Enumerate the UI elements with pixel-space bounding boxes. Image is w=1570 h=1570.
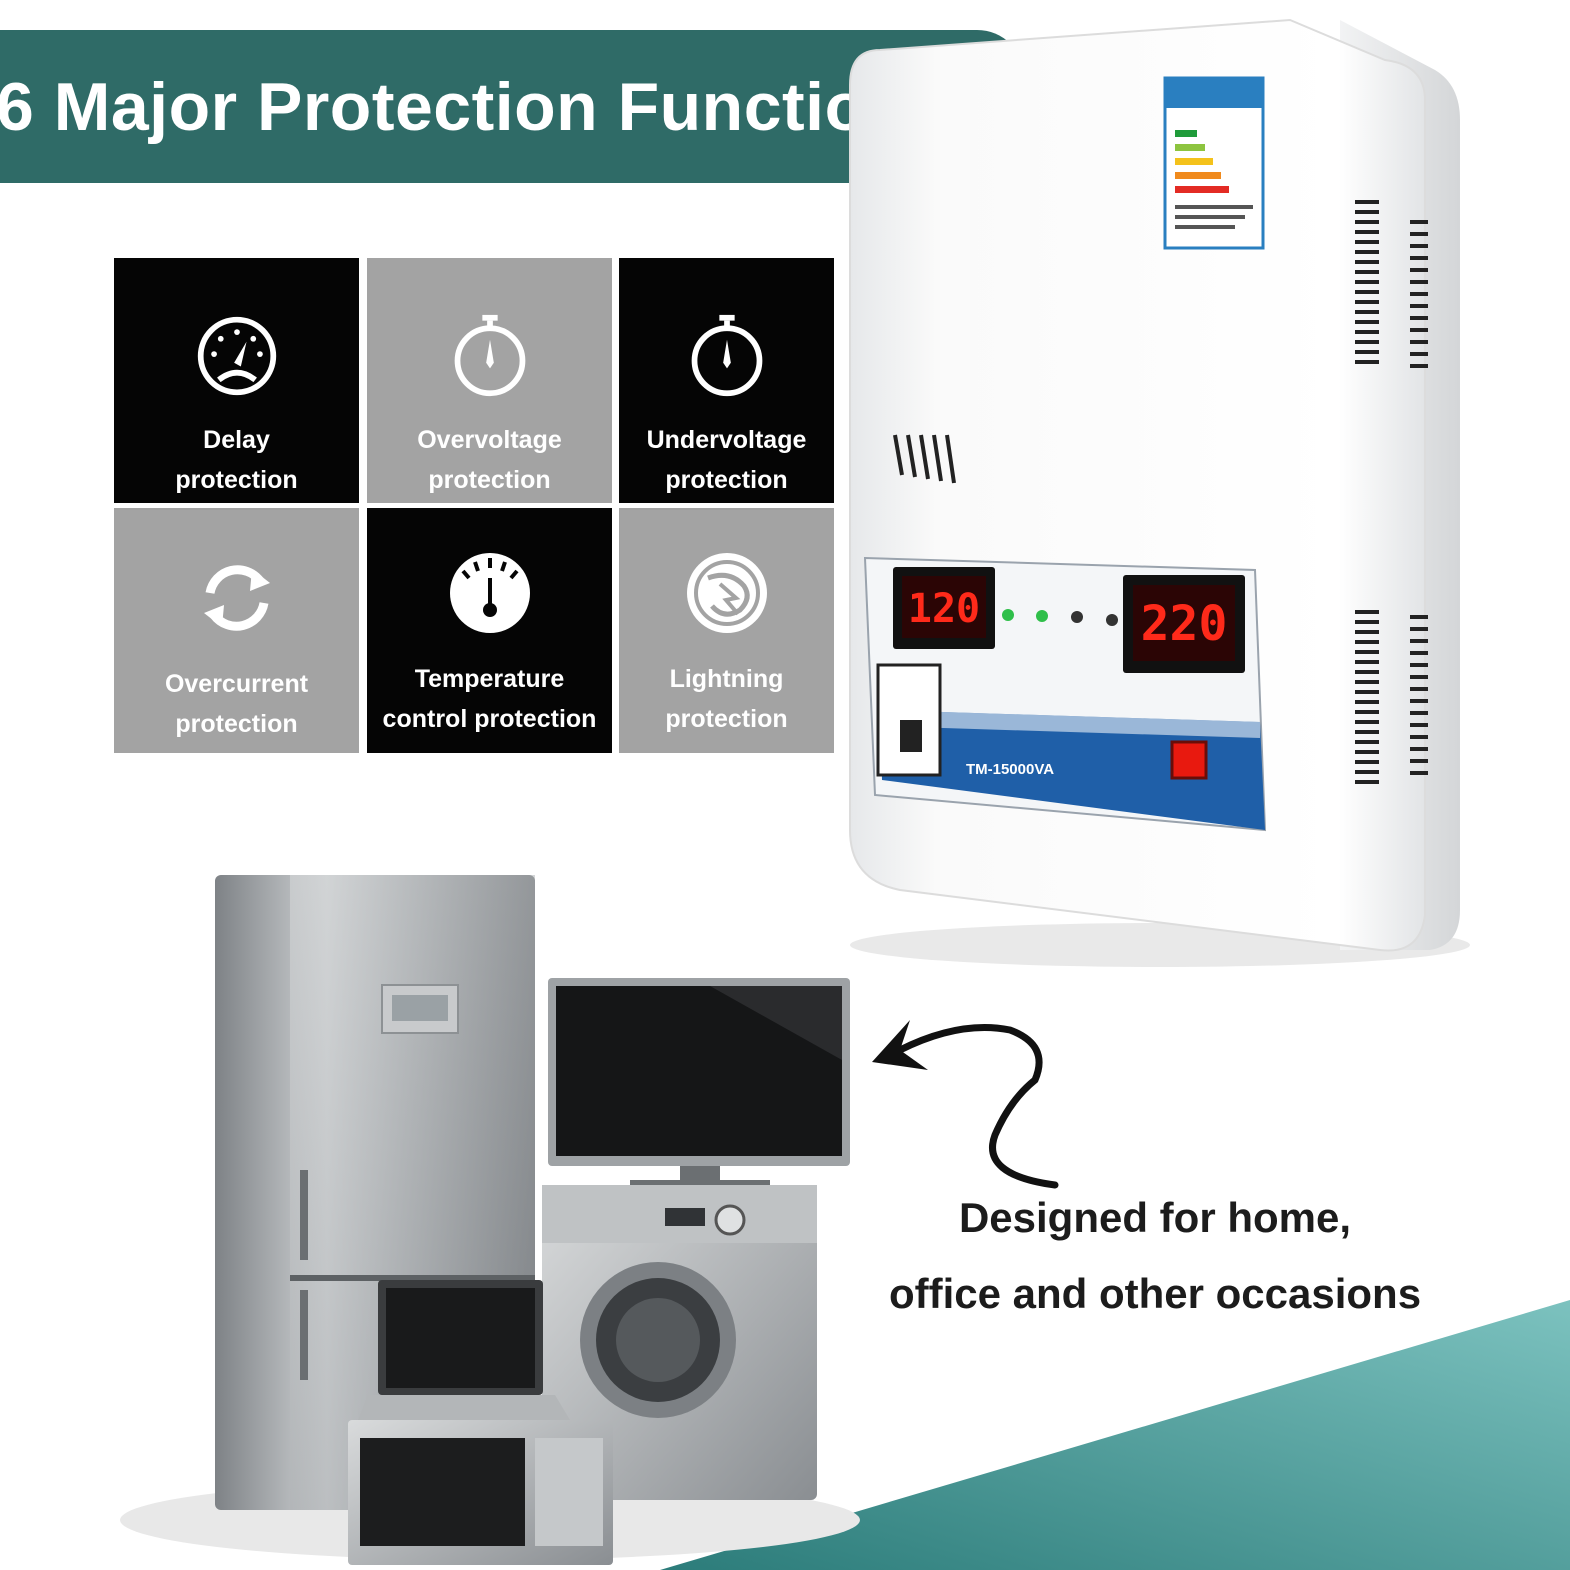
stopwatch-icon — [691, 314, 762, 397]
protection-label: protection — [428, 466, 551, 494]
input-voltage-display: 120 — [908, 586, 980, 632]
protection-label: protection — [665, 466, 788, 494]
caption-line: Designed for home, — [958, 1194, 1352, 1241]
protection-label: Undervoltage — [646, 426, 807, 454]
protection-tile-lightning: Lightning protection — [619, 508, 834, 753]
protection-label: Overcurrent — [164, 670, 309, 698]
page-title: 6 Major Protection Functions — [0, 68, 947, 145]
gauge-icon — [449, 553, 530, 633]
protection-grid: Delay protection Overvoltage protection … — [114, 258, 834, 753]
protection-label: Lightning — [669, 665, 784, 693]
protection-label: protection — [665, 705, 788, 733]
protection-tile-undervoltage: Undervoltage protection — [619, 258, 834, 503]
protection-label: protection — [175, 710, 298, 738]
protection-tile-overvoltage: Overvoltage protection — [367, 258, 612, 503]
lightning-circle-icon — [686, 553, 767, 633]
protection-label: control protection — [382, 705, 597, 733]
stopwatch-icon — [454, 314, 525, 397]
caption-line: office and other occasions — [888, 1270, 1422, 1317]
voltage-regulator-image: 120 220 TM-15000VA — [849, 18, 1470, 967]
home-appliances-image — [120, 875, 860, 1565]
protection-label: protection — [175, 466, 298, 494]
speedometer-icon — [197, 316, 276, 396]
protection-label: Temperature — [414, 665, 565, 693]
protection-label: Overvoltage — [417, 426, 562, 454]
output-voltage-display: 220 — [1141, 596, 1228, 652]
protection-tile-overcurrent: Overcurrent protection — [114, 508, 359, 753]
protection-tile-delay: Delay protection — [114, 258, 359, 503]
model-label: TM-15000VA — [966, 761, 1054, 778]
protection-label: Delay — [203, 426, 270, 454]
protection-tile-temperature: Temperature control protection — [367, 508, 612, 753]
curly-arrow-icon — [872, 1020, 1059, 1189]
usage-caption: Designed for home, office and other occa… — [845, 1180, 1465, 1332]
refresh-arrows-icon — [203, 565, 270, 631]
